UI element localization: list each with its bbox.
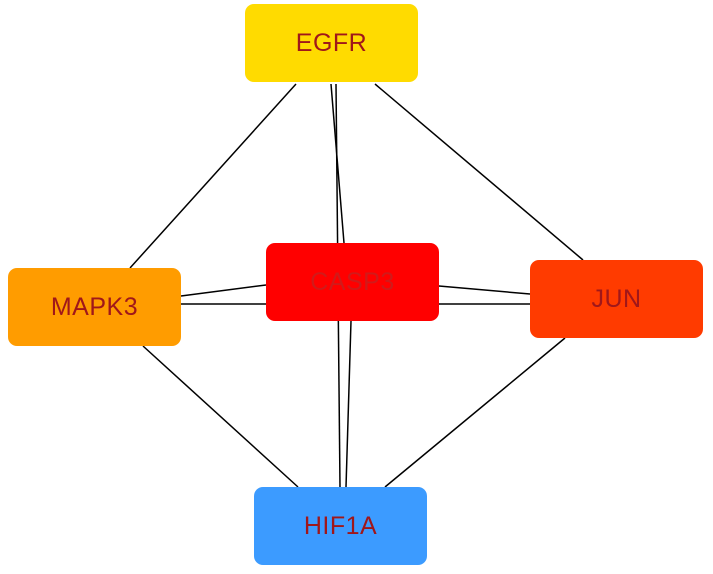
node-casp3-label: CASP3 (310, 267, 395, 296)
node-egfr: EGFR (245, 4, 418, 82)
node-jun: JUN (530, 260, 703, 338)
node-hif1a: HIF1A (254, 487, 427, 565)
node-egfr-label: EGFR (295, 28, 368, 57)
edge-casp3-hif1a (345, 320, 352, 488)
edge-mapk3-hif1a (142, 345, 299, 488)
node-jun-label: JUN (591, 284, 642, 313)
edge-egfr-jun (374, 83, 584, 261)
edge-casp3-jun (438, 285, 531, 295)
node-casp3: CASP3 (266, 243, 439, 321)
edge-egfr-mapk3 (129, 83, 297, 269)
node-mapk3: MAPK3 (8, 268, 181, 346)
edge-casp3-mapk3 (180, 284, 267, 297)
node-mapk3-label: MAPK3 (50, 292, 139, 321)
edge-jun-hif1a (384, 337, 566, 488)
node-hif1a-label: HIF1A (303, 511, 378, 540)
